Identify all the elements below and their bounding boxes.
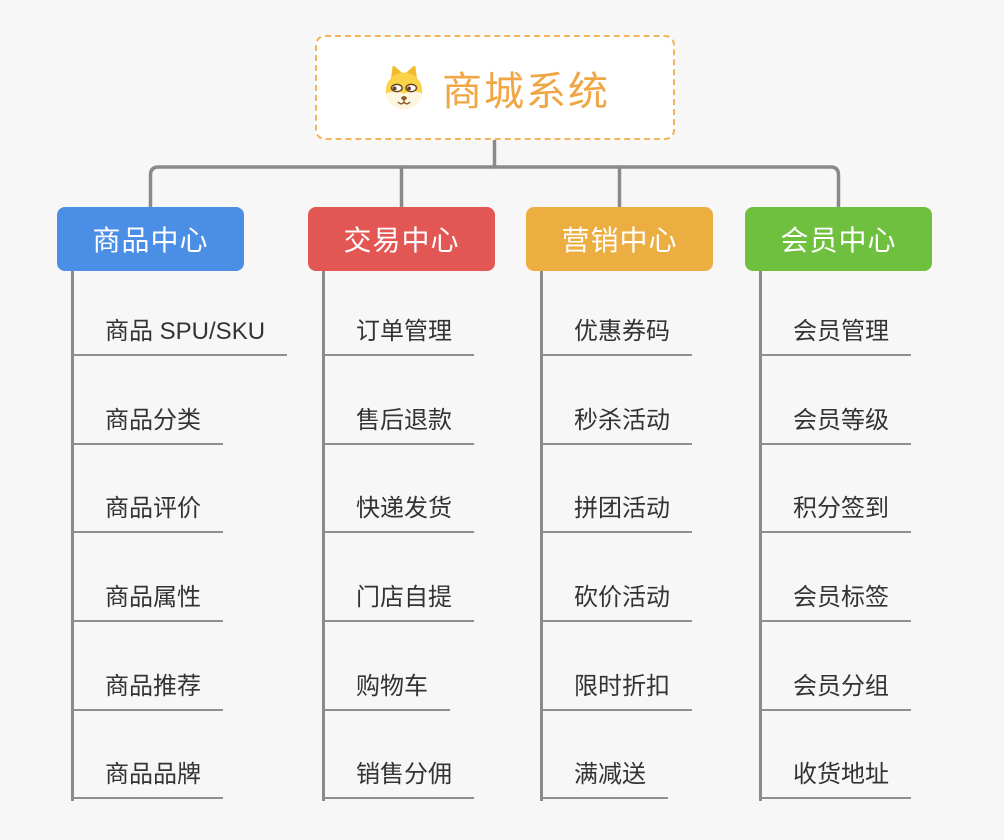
leaf-node[interactable]: 砍价活动 xyxy=(541,577,692,622)
branch-node-marketing[interactable]: 营销中心 xyxy=(526,207,713,271)
leaf-node[interactable]: 商品评价 xyxy=(72,488,223,533)
leaf-node[interactable]: 商品 SPU/SKU xyxy=(72,311,288,356)
branch-column-products: 商品中心 商品 SPU/SKU 商品分类 商品评价 商品属性 商品推荐 商品品牌 xyxy=(57,207,288,807)
leaf-node[interactable]: 会员分组 xyxy=(760,666,911,711)
branch-trunk-line xyxy=(540,271,543,801)
leaf-node[interactable]: 满减送 xyxy=(541,754,668,799)
leaf-node[interactable]: 快递发货 xyxy=(323,488,474,533)
root-title: 商城系统 xyxy=(442,69,610,114)
branch-label: 会员中心 xyxy=(780,225,897,256)
branch-trunk-line xyxy=(759,271,762,801)
main-connector-rail xyxy=(148,165,841,209)
leaf-node[interactable]: 优惠券码 xyxy=(541,311,692,356)
branch-label: 营销中心 xyxy=(561,225,678,256)
branch-column-members: 会员中心 会员管理 会员等级 积分签到 会员标签 会员分组 收货地址 xyxy=(745,207,932,807)
leaf-node[interactable]: 会员等级 xyxy=(760,400,911,445)
branch-node-members[interactable]: 会员中心 xyxy=(745,207,932,271)
leaf-node[interactable]: 商品推荐 xyxy=(72,666,223,711)
leaf-node[interactable]: 购物车 xyxy=(323,666,450,711)
branch-node-trade[interactable]: 交易中心 xyxy=(308,207,495,271)
branch-trunk-line xyxy=(322,271,325,801)
branch-label: 商品中心 xyxy=(92,225,209,256)
leaf-node[interactable]: 门店自提 xyxy=(323,577,474,622)
leaf-node[interactable]: 销售分佣 xyxy=(323,754,474,799)
leaf-node[interactable]: 订单管理 xyxy=(323,311,474,356)
leaf-node[interactable]: 会员管理 xyxy=(760,311,911,356)
branch-column-marketing: 营销中心 优惠券码 秒杀活动 拼团活动 砍价活动 限时折扣 满减送 xyxy=(526,207,713,807)
branch-label: 交易中心 xyxy=(343,225,460,256)
leaf-node[interactable]: 拼团活动 xyxy=(541,488,692,533)
leaf-node[interactable]: 售后退款 xyxy=(323,400,474,445)
branch-column-trade: 交易中心 订单管理 售后退款 快递发货 门店自提 购物车 销售分佣 xyxy=(308,207,495,807)
shiba-dog-icon xyxy=(380,64,428,112)
leaf-node[interactable]: 商品分类 xyxy=(72,400,223,445)
root-node[interactable]: 商城系统 xyxy=(315,35,675,140)
branch-trunk-line xyxy=(71,271,74,801)
leaf-node[interactable]: 秒杀活动 xyxy=(541,400,692,445)
branch-node-products[interactable]: 商品中心 xyxy=(57,207,244,271)
leaf-node[interactable]: 会员标签 xyxy=(760,577,911,622)
leaf-node[interactable]: 商品品牌 xyxy=(72,754,223,799)
leaf-node[interactable]: 限时折扣 xyxy=(541,666,692,711)
leaf-node[interactable]: 收货地址 xyxy=(760,754,911,799)
leaf-node[interactable]: 积分签到 xyxy=(760,488,911,533)
leaf-node[interactable]: 商品属性 xyxy=(72,577,223,622)
